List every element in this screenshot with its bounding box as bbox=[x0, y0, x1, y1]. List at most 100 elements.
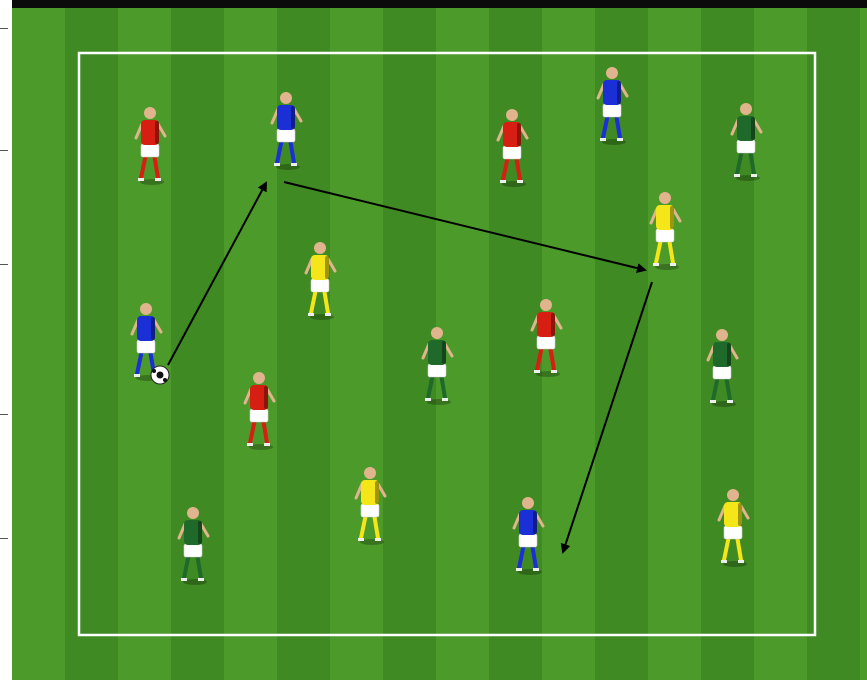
grass-stripe bbox=[754, 8, 807, 680]
player-shirt bbox=[250, 385, 268, 410]
player-yellow bbox=[354, 467, 387, 545]
edge-tick bbox=[0, 264, 8, 265]
player-arm bbox=[265, 387, 276, 403]
player-boot bbox=[738, 560, 744, 563]
ball-layer bbox=[150, 365, 170, 385]
player-head bbox=[740, 103, 752, 115]
players bbox=[130, 67, 763, 585]
player-blue bbox=[512, 497, 545, 575]
player-shirt bbox=[277, 105, 295, 130]
player-shorts bbox=[518, 533, 538, 548]
player-head bbox=[187, 507, 199, 519]
player-boot bbox=[138, 178, 144, 181]
player-shirt-shade bbox=[533, 511, 537, 534]
player-arm bbox=[326, 257, 337, 273]
player-shorts bbox=[310, 278, 330, 293]
player-leg bbox=[195, 552, 203, 580]
player-leg bbox=[735, 534, 743, 562]
player-arm bbox=[752, 118, 763, 134]
player-shirt bbox=[137, 316, 155, 341]
player-leg bbox=[724, 374, 732, 402]
player-shirt-shade bbox=[727, 343, 731, 366]
player-leg bbox=[322, 287, 330, 315]
player-green bbox=[730, 103, 763, 181]
edge-tick bbox=[0, 150, 8, 151]
player-shirt-shade bbox=[155, 121, 159, 144]
player-boot bbox=[155, 178, 161, 181]
player-leg bbox=[501, 154, 510, 182]
player-arm bbox=[443, 342, 454, 358]
ball-patch bbox=[156, 371, 164, 379]
player-leg bbox=[530, 542, 538, 570]
player-boot bbox=[425, 398, 431, 401]
player-boot bbox=[653, 263, 659, 266]
player-boot bbox=[710, 400, 716, 403]
player-leg bbox=[309, 287, 318, 315]
player-boot bbox=[500, 180, 506, 183]
player-arm bbox=[156, 122, 167, 138]
player-red bbox=[134, 107, 167, 185]
player-shirt bbox=[537, 312, 555, 337]
player-shorts bbox=[502, 145, 522, 160]
player-green bbox=[421, 327, 454, 405]
player-boot bbox=[247, 443, 253, 446]
player-shirt-shade bbox=[751, 117, 755, 140]
ball-patch bbox=[163, 378, 167, 382]
player-shirt bbox=[603, 80, 621, 105]
player-shirt bbox=[361, 480, 379, 505]
grass-stripe bbox=[12, 8, 65, 680]
player-shorts bbox=[140, 143, 160, 158]
player-leg bbox=[514, 154, 522, 182]
player-head bbox=[540, 299, 552, 311]
grass-stripe bbox=[860, 8, 867, 680]
player-blue bbox=[596, 67, 629, 145]
player-shirt bbox=[141, 120, 159, 145]
player-shorts bbox=[276, 128, 296, 143]
field-boundary bbox=[77, 51, 817, 637]
player-shirt-shade bbox=[517, 123, 521, 146]
player-shirt bbox=[519, 510, 537, 535]
player-shorts bbox=[723, 525, 743, 540]
player-boot bbox=[134, 374, 140, 377]
player-head bbox=[144, 107, 156, 119]
player-arm bbox=[199, 522, 210, 538]
player-head bbox=[140, 303, 152, 315]
player-leg bbox=[372, 512, 380, 540]
player-arm bbox=[376, 482, 387, 498]
player-arm bbox=[292, 107, 303, 123]
player-head bbox=[280, 92, 292, 104]
player-leg bbox=[748, 148, 756, 176]
grass-stripe bbox=[648, 8, 701, 680]
player-leg bbox=[426, 372, 435, 400]
player-leg bbox=[517, 542, 526, 570]
player-shirt bbox=[713, 342, 731, 367]
player-leg bbox=[139, 152, 148, 180]
player-yellow bbox=[304, 242, 337, 320]
player-shorts bbox=[427, 363, 447, 378]
player-arm bbox=[534, 512, 545, 528]
player-shirt-shade bbox=[198, 521, 202, 544]
player-leg bbox=[654, 237, 663, 265]
player-shirt bbox=[503, 122, 521, 147]
player-boot bbox=[617, 138, 623, 141]
player-shorts bbox=[136, 339, 156, 354]
player-head bbox=[431, 327, 443, 339]
pass-arrow bbox=[283, 181, 647, 273]
player-head bbox=[253, 372, 265, 384]
player-shorts bbox=[602, 103, 622, 118]
edge-tick bbox=[0, 414, 8, 415]
player-head bbox=[716, 329, 728, 341]
player-shorts bbox=[360, 503, 380, 518]
player-boot bbox=[264, 443, 270, 446]
player-head bbox=[727, 489, 739, 501]
player-shirt bbox=[724, 502, 742, 527]
player-shirt-shade bbox=[670, 206, 674, 229]
player-arm bbox=[671, 207, 682, 223]
player-arm bbox=[518, 124, 529, 140]
player-head bbox=[314, 242, 326, 254]
player-shirt-shade bbox=[291, 106, 295, 129]
page-edge-strip bbox=[0, 0, 12, 680]
player-leg bbox=[548, 344, 556, 372]
player-leg bbox=[535, 344, 544, 372]
